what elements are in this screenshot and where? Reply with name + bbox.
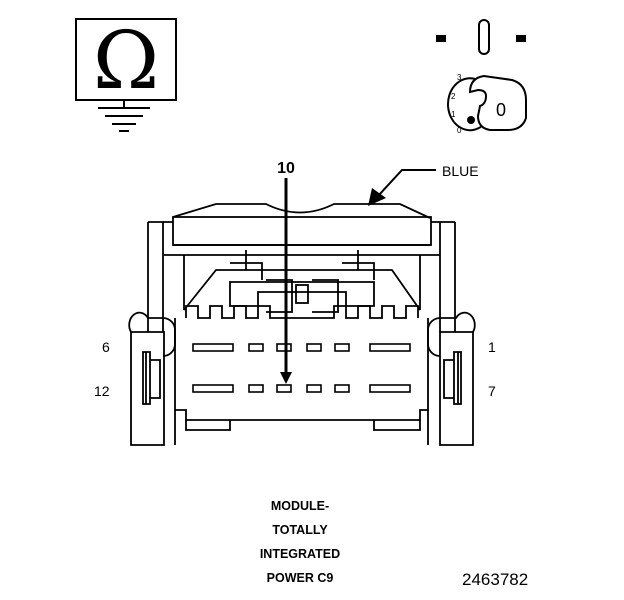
pin-field-skirt xyxy=(174,410,429,445)
cavity-9 xyxy=(306,384,322,393)
cavity-callout-label: 10 xyxy=(277,160,295,177)
cavity-2 xyxy=(334,343,350,352)
tpa-windows xyxy=(266,279,339,313)
pin-label-7: 7 xyxy=(488,383,496,399)
key-head xyxy=(468,74,527,131)
caption-line-3: INTEGRATED xyxy=(259,547,341,561)
key-cylinder-arc xyxy=(447,77,483,132)
caption-line-1: MODULE- xyxy=(270,499,330,513)
ohmmeter-box xyxy=(75,18,177,101)
cavity-row-bottom xyxy=(192,384,411,393)
connector-top-band xyxy=(172,216,432,246)
disconnect-icon xyxy=(436,19,526,55)
disconnect-left-mark xyxy=(436,35,446,42)
cavity-4 xyxy=(276,343,292,352)
pin-label-6: 6 xyxy=(102,339,110,355)
right-lock-slot xyxy=(443,359,454,399)
right-hinge xyxy=(427,311,476,357)
key-position-3: 3 xyxy=(457,73,462,82)
left-lock-slot xyxy=(150,359,161,399)
inner-posts xyxy=(245,250,359,270)
cavity-7 xyxy=(369,384,411,393)
cavity-3 xyxy=(306,343,322,352)
cavity-callout: 10 xyxy=(277,160,295,384)
key-position-2: 2 xyxy=(451,92,456,101)
cavity-11 xyxy=(248,384,264,393)
cavity-12 xyxy=(192,384,234,393)
key-position-marker xyxy=(467,116,475,124)
right-latch-frame xyxy=(439,331,474,446)
pin-field-body xyxy=(174,318,429,421)
disconnect-right-mark xyxy=(516,35,526,42)
cavity-8 xyxy=(334,384,350,393)
pin-field-feet xyxy=(185,420,421,431)
inner-chamfer xyxy=(183,269,421,311)
right-lock-tab xyxy=(453,351,462,405)
color-callout-line xyxy=(377,169,436,197)
left-lock-tab xyxy=(142,351,151,405)
tpa-slot xyxy=(295,284,309,304)
caption-line-2: TOTALLY xyxy=(272,523,328,537)
pin-label-1: 1 xyxy=(488,339,496,355)
key-position-0: 0 xyxy=(457,126,462,135)
pin-field-crenellation xyxy=(185,305,419,319)
connector-caption: MODULE- TOTALLY INTEGRATED POWER C9 xyxy=(210,494,390,590)
cavity-10 xyxy=(276,384,292,393)
caption-line-4: POWER C9 xyxy=(266,571,334,585)
cavity-1 xyxy=(369,343,411,352)
ohm-symbol: Ω xyxy=(93,14,159,107)
color-callout-label: BLUE xyxy=(442,163,479,179)
connector-top-curve xyxy=(172,203,431,219)
inner-latch-ears xyxy=(230,262,375,280)
figure-number: 2463782 xyxy=(462,570,529,589)
cavity-row-top xyxy=(192,343,411,352)
connector-body xyxy=(128,203,476,446)
cavity-6 xyxy=(192,343,234,352)
left-latch-frame xyxy=(130,331,165,446)
key-position-1: 1 xyxy=(451,110,456,119)
pin-label-12: 12 xyxy=(94,383,110,399)
key-label: 0 xyxy=(496,100,506,120)
ignition-key-icon: 3 2 1 0 0 xyxy=(447,73,527,135)
disconnect-bar xyxy=(478,19,490,55)
ohmmeter-icon: Ω xyxy=(75,14,177,132)
cavity-5 xyxy=(248,343,264,352)
cavity-callout-arrowhead xyxy=(280,372,292,384)
color-callout: BLUE xyxy=(368,163,479,206)
inner-side-rails xyxy=(183,255,421,310)
left-hinge xyxy=(128,311,176,357)
color-callout-arrowhead xyxy=(368,188,386,206)
